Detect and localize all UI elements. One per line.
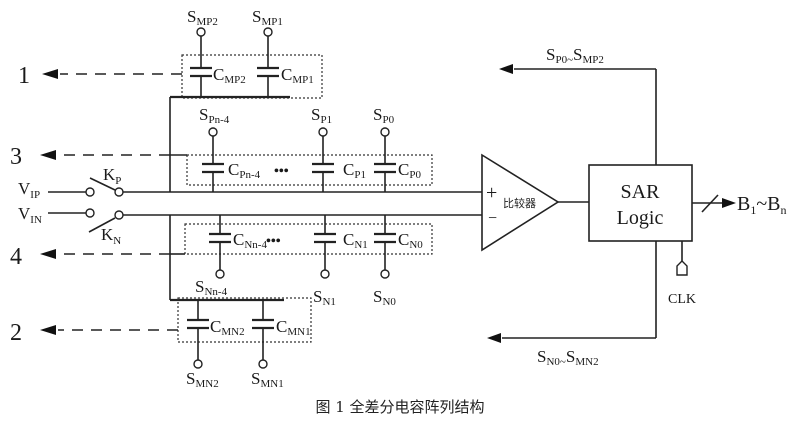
feedback-bottom-label: SN0~SMN2 bbox=[537, 347, 599, 368]
snn4-terminal bbox=[215, 269, 225, 279]
kp-terminal-in bbox=[85, 187, 95, 197]
arrow-left-icon bbox=[487, 333, 501, 343]
arrow-left-icon bbox=[40, 150, 56, 160]
kp-switch-arm bbox=[89, 177, 116, 191]
smp2-terminal bbox=[196, 27, 206, 37]
comparator-symbol bbox=[481, 153, 560, 252]
figure-caption: 图 1 全差分电容阵列结构 bbox=[315, 398, 484, 416]
cmp2-label: CMP2 bbox=[213, 65, 246, 86]
cmn1-label: CMN1 bbox=[276, 317, 311, 338]
n-bank-ellipsis: ••• bbox=[266, 234, 281, 249]
arrow-left-icon bbox=[499, 64, 513, 74]
sar-label-line1: SAR bbox=[621, 181, 661, 203]
clk-input-icon bbox=[676, 260, 688, 276]
bus-slash-icon bbox=[701, 194, 719, 213]
kn-label: KN bbox=[101, 225, 121, 247]
n-bank-box bbox=[184, 223, 433, 255]
sn1-label: SN1 bbox=[313, 287, 336, 308]
arrow-left-icon bbox=[40, 249, 56, 259]
smp1-label: SMP1 bbox=[252, 7, 283, 28]
snn4-label: SNn-4 bbox=[195, 277, 228, 298]
vin-label: VIN bbox=[18, 204, 42, 226]
group-4-label: 4 bbox=[10, 244, 22, 270]
kn-switch-arm bbox=[88, 217, 116, 233]
p-bank-ellipsis: ••• bbox=[274, 164, 289, 179]
sp0-terminal bbox=[380, 127, 390, 137]
cmn2-label: CMN2 bbox=[210, 317, 245, 338]
comparator-label: 比较器 bbox=[503, 196, 536, 210]
mn-group-box bbox=[177, 297, 312, 343]
sp1-label: SP1 bbox=[311, 105, 332, 126]
p-bank-box bbox=[186, 154, 433, 186]
sar-label-line2: Logic bbox=[617, 207, 664, 229]
sn1-terminal bbox=[320, 269, 330, 279]
spn4-terminal bbox=[208, 127, 218, 137]
cnn4-label: CNn-4 bbox=[233, 230, 267, 251]
smn1-terminal bbox=[258, 359, 268, 369]
feedback-top-label: SP0~SMP2 bbox=[546, 45, 604, 66]
cn0-label: CN0 bbox=[398, 230, 423, 251]
arrow-right-icon bbox=[722, 198, 736, 208]
kp-terminal-out bbox=[114, 187, 124, 197]
smn1-label: SMN1 bbox=[251, 369, 284, 390]
sp0-label: SP0 bbox=[373, 105, 395, 126]
comparator-minus: − bbox=[488, 210, 497, 227]
sn0-terminal bbox=[380, 269, 390, 279]
smn2-terminal bbox=[193, 359, 203, 369]
kp-label: KP bbox=[103, 165, 121, 187]
group-3-label: 3 bbox=[10, 144, 22, 170]
group-2-label: 2 bbox=[10, 320, 22, 346]
cp1-label: CP1 bbox=[343, 160, 366, 181]
sar-logic-block bbox=[588, 164, 693, 242]
smn2-label: SMN2 bbox=[186, 369, 219, 390]
cn1-label: CN1 bbox=[343, 230, 368, 251]
cp0-label: CP0 bbox=[398, 160, 421, 181]
arrow-left-icon bbox=[42, 69, 58, 79]
arrow-left-icon bbox=[40, 325, 56, 335]
sp1-terminal bbox=[318, 127, 328, 137]
smp2-label: SMP2 bbox=[187, 7, 218, 28]
kn-terminal-out bbox=[114, 210, 124, 220]
cpn4-label: CPn-4 bbox=[228, 160, 261, 181]
cmp1-label: CMP1 bbox=[281, 65, 314, 86]
clk-label: CLK bbox=[668, 292, 696, 307]
comparator-plus: + bbox=[486, 182, 497, 204]
output-label: B1~Bn bbox=[737, 193, 787, 217]
spn4-label: SPn-4 bbox=[199, 105, 230, 126]
sn0-label: SN0 bbox=[373, 287, 396, 308]
kn-terminal-in bbox=[85, 208, 95, 218]
smp1-terminal bbox=[263, 27, 273, 37]
vip-label: VIP bbox=[18, 179, 40, 201]
group-1-label: 1 bbox=[18, 63, 30, 89]
